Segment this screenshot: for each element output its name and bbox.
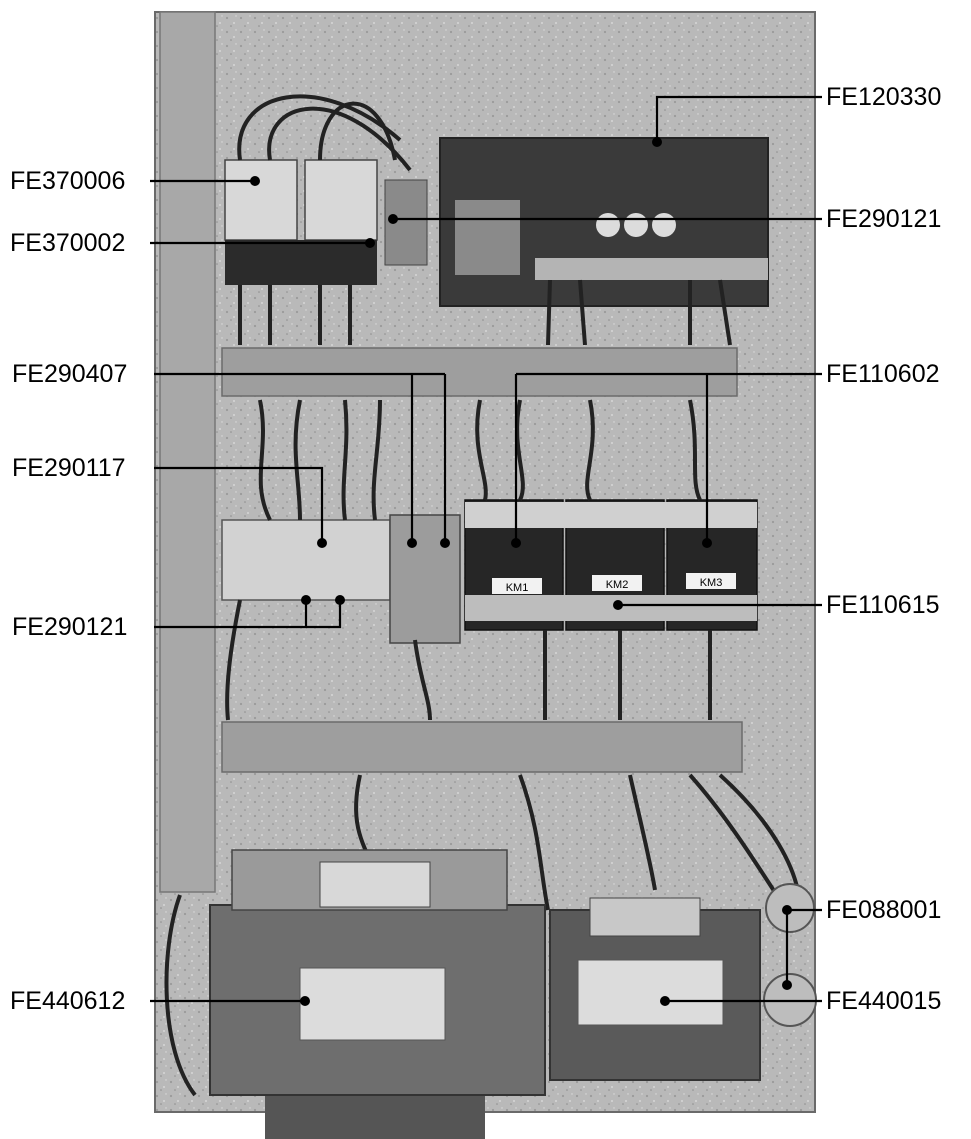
callout-fe290121-bottom: FE290121: [12, 613, 128, 641]
km3-tag: [686, 573, 736, 589]
km1-tag: [492, 578, 542, 594]
dot-fe110615: [613, 600, 623, 610]
callout-fe110615: FE110615: [826, 591, 940, 619]
capacitor: [624, 213, 648, 237]
dot-fe440612: [300, 996, 310, 1006]
km3-label: KM3: [700, 577, 723, 589]
cable-duct-upper: [221, 347, 738, 397]
callout-fe440612: FE440612: [10, 987, 126, 1015]
dot-fe290121-top: [388, 214, 398, 224]
km2-label: KM2: [606, 579, 629, 591]
capacitor: [596, 213, 620, 237]
dot-fe440015: [660, 996, 670, 1006]
callout-fe290121-top: FE290121: [826, 205, 942, 233]
dot-fe370006: [250, 176, 260, 186]
cable-duct-lower: [221, 721, 743, 773]
dot-fe290121-bottom-a: [301, 595, 311, 605]
callout-fe290117: FE290117: [12, 454, 126, 482]
fuse-holders: [389, 514, 461, 644]
dot-fe290407-b: [440, 538, 450, 548]
board-terminal-strip: [535, 258, 768, 280]
dot-fe088001-b: [782, 980, 792, 990]
capacitor: [652, 213, 676, 237]
dot-fe120330: [652, 137, 662, 147]
callout-fe290407: FE290407: [12, 360, 128, 388]
relay-2: [304, 159, 378, 241]
callout-fe370006: FE370006: [10, 167, 126, 195]
callout-fe370002: FE370002: [10, 229, 126, 257]
wiring: [164, 94, 802, 1097]
transformer-large-nameplate: [299, 967, 446, 1041]
dot-fe110602-a: [511, 538, 521, 548]
callout-fe440015: FE440015: [826, 987, 942, 1015]
dot-fe370002: [365, 238, 375, 248]
transformer-small-terminals: [589, 897, 701, 937]
km2-tag: [592, 575, 642, 591]
callout-fe110602: FE110602: [826, 360, 940, 388]
km1-label: KM1: [506, 582, 529, 594]
callout-fe088001: FE088001: [826, 896, 942, 924]
dot-fe110602-b: [702, 538, 712, 548]
contactor-bottom-terminals: [465, 595, 757, 621]
leader-fe290121-bottom-b: [306, 600, 342, 629]
leader-fe120330: [655, 95, 822, 142]
contactor-top-terminals: [465, 502, 757, 528]
terminal-blocks: [221, 519, 391, 601]
dot-fe290407-a: [407, 538, 417, 548]
relay-terminal-strip: [225, 240, 377, 285]
board-transformer: [455, 200, 520, 275]
leader-dots: [250, 137, 792, 1006]
callout-fe120330: FE120330: [826, 83, 942, 111]
relay-1: [224, 159, 298, 241]
leader-fe290117: [154, 466, 324, 543]
transformer-large-terminals: [319, 861, 431, 908]
vertical-cable-duct: [159, 11, 216, 893]
dot-fe290117: [317, 538, 327, 548]
dot-fe290121-bottom-b: [335, 595, 345, 605]
dot-fe088001-a: [782, 905, 792, 915]
leader-lines: [150, 95, 822, 1003]
transformer-small-nameplate: [577, 959, 724, 1026]
bottom-bracket: [265, 1095, 485, 1139]
